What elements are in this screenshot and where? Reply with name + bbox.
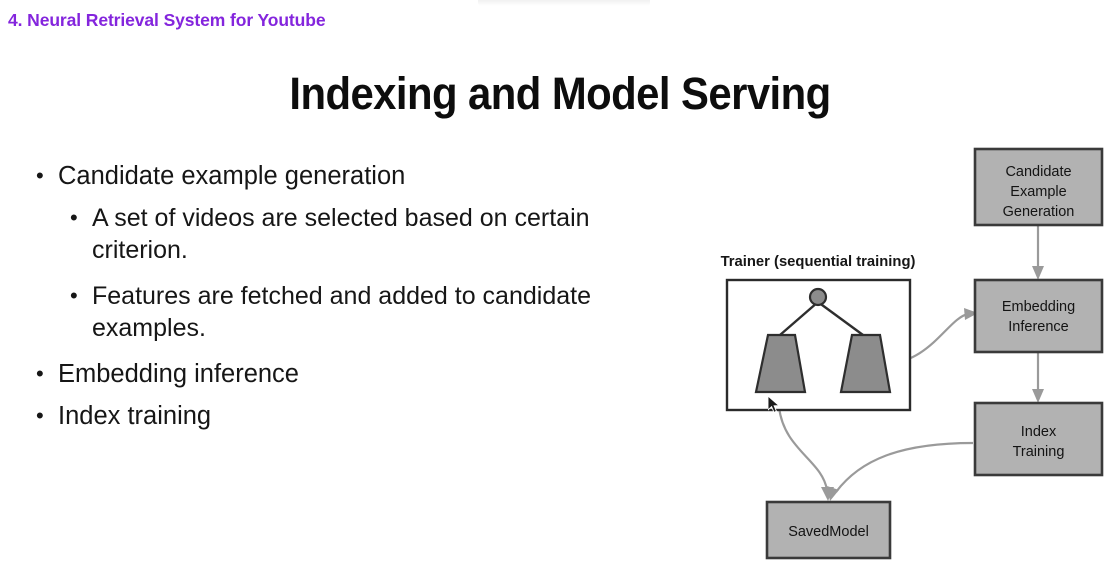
mouse-cursor-icon — [768, 396, 781, 414]
edge-candidate-to-embedding — [1032, 225, 1044, 280]
node-label-line: Embedding — [1002, 299, 1075, 315]
edge-index-to-savedmodel — [827, 441, 974, 501]
node-index-training[interactable]: Index Training — [973, 401, 1104, 477]
node-label-line: SavedModel — [788, 524, 869, 540]
bullet-marker-icon: • — [70, 205, 78, 230]
bullet-list: • Candidate example generation • A set o… — [36, 160, 656, 442]
node-candidate-example-generation[interactable]: Candidate Example Generation — [973, 147, 1104, 227]
list-item-label: Embedding inference — [58, 360, 299, 388]
node-label-line: Index — [1021, 424, 1057, 440]
list-item-label: Features are fetched and added to candid… — [92, 282, 591, 342]
bullet-marker-icon: • — [70, 283, 78, 308]
node-embedding-inference[interactable]: Embedding Inference — [973, 278, 1104, 354]
node-saved-model[interactable]: SavedModel — [765, 500, 892, 560]
bullet-marker-icon: • — [36, 361, 44, 386]
edge-trainer-to-savedmodel — [777, 406, 834, 501]
top-chrome-strip — [478, 0, 650, 6]
list-item-label: Candidate example generation — [58, 162, 406, 190]
section-label: 4. Neural Retrieval System for Youtube — [8, 10, 326, 30]
node-label-line: Training — [1013, 444, 1065, 460]
list-item: • Candidate example generation — [36, 160, 656, 192]
list-item: • A set of videos are selected based on … — [36, 202, 656, 266]
trainer-label: Trainer (sequential training) — [721, 254, 916, 270]
list-item-label: A set of videos are selected based on ce… — [92, 204, 590, 264]
list-item: • Embedding inference — [36, 358, 656, 390]
node-label-line: Inference — [1008, 319, 1068, 335]
list-item-label: Index training — [58, 402, 212, 430]
list-item: • Features are fetched and added to cand… — [36, 280, 656, 344]
node-label-line: Example — [1010, 184, 1066, 200]
pipeline-diagram: Trainer (sequential training) Candidate … — [700, 130, 1120, 583]
node-label-line: Candidate — [1005, 164, 1071, 180]
list-item: • Index training — [36, 400, 656, 432]
two-tower-model-icon — [754, 287, 892, 394]
bullet-marker-icon: • — [36, 403, 44, 428]
bullet-marker-icon: • — [36, 163, 44, 188]
page-title: Indexing and Model Serving — [289, 68, 831, 119]
edge-embedding-to-index — [1032, 352, 1044, 403]
node-label-line: Generation — [1003, 204, 1075, 220]
